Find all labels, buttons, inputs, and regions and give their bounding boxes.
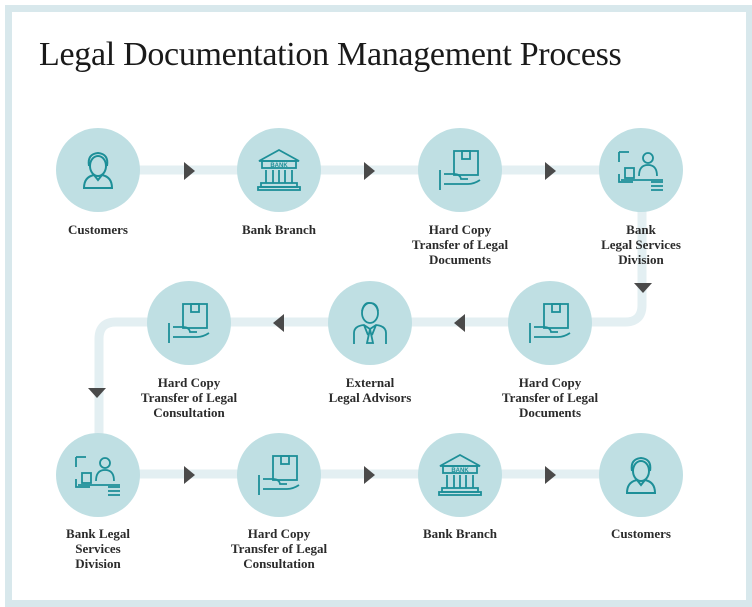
node-label: Customers xyxy=(68,222,128,237)
node-label: Bank Branch xyxy=(241,222,317,237)
arrow-right-6 xyxy=(545,466,556,484)
arrow-right-4 xyxy=(184,466,195,484)
hand-box-icon xyxy=(529,303,571,343)
arrow-down-1 xyxy=(634,283,652,293)
node-hard-copy-2 xyxy=(508,281,592,365)
bank-icon: BANK xyxy=(438,453,482,496)
node-hard-copy-1 xyxy=(418,128,502,212)
node-customers-end xyxy=(599,433,683,517)
hand-box-icon xyxy=(439,150,481,190)
connector-row-1-to-2 xyxy=(184,165,647,327)
node-bank-branch-1: BANK xyxy=(237,128,321,212)
node-label: Bank Branch xyxy=(422,526,498,541)
hand-box-icon xyxy=(168,303,210,343)
hand-box-icon xyxy=(258,455,300,495)
diagram-title: Legal Documentation Management Process xyxy=(39,36,622,73)
bank-sign-text: BANK xyxy=(270,163,288,169)
node-legal-services-2 xyxy=(56,433,140,517)
node-label: Hard Copy Transfer of Legal Consultation xyxy=(140,375,238,420)
arrow-right-3 xyxy=(545,162,556,180)
advisor-icon xyxy=(353,302,387,344)
node-label: Hard Copy Transfer of Legal Documents xyxy=(411,222,509,267)
node-customers-start xyxy=(56,128,140,212)
bank-icon: BANK xyxy=(257,148,301,191)
arrow-right-1 xyxy=(184,162,195,180)
office-desk-icon xyxy=(618,151,663,191)
arrow-down-2 xyxy=(88,388,106,398)
node-hard-copy-4 xyxy=(237,433,321,517)
node-label: Bank Legal Services Division xyxy=(601,222,681,267)
arrow-left-2 xyxy=(273,314,284,332)
arrow-left-1 xyxy=(454,314,465,332)
customer-icon xyxy=(82,151,114,189)
bank-sign-text: BANK xyxy=(451,468,469,474)
node-label: Hard Copy Transfer of Legal Documents xyxy=(501,375,599,420)
node-bank-branch-2: BANK xyxy=(418,433,502,517)
node-hard-copy-3 xyxy=(147,281,231,365)
node-external-advisors xyxy=(328,281,412,365)
node-legal-services-1 xyxy=(599,128,683,212)
arrow-right-2 xyxy=(364,162,375,180)
node-label: Customers xyxy=(611,526,671,541)
node-label: Hard Copy Transfer of Legal Consultation xyxy=(230,526,328,571)
customer-icon xyxy=(625,456,657,494)
node-label: External Legal Advisors xyxy=(328,375,412,405)
arrow-right-5 xyxy=(364,466,375,484)
office-desk-icon xyxy=(75,456,120,496)
node-label: Bank Legal Services Division xyxy=(66,526,130,571)
connector-row-2-to-3 xyxy=(94,317,194,479)
